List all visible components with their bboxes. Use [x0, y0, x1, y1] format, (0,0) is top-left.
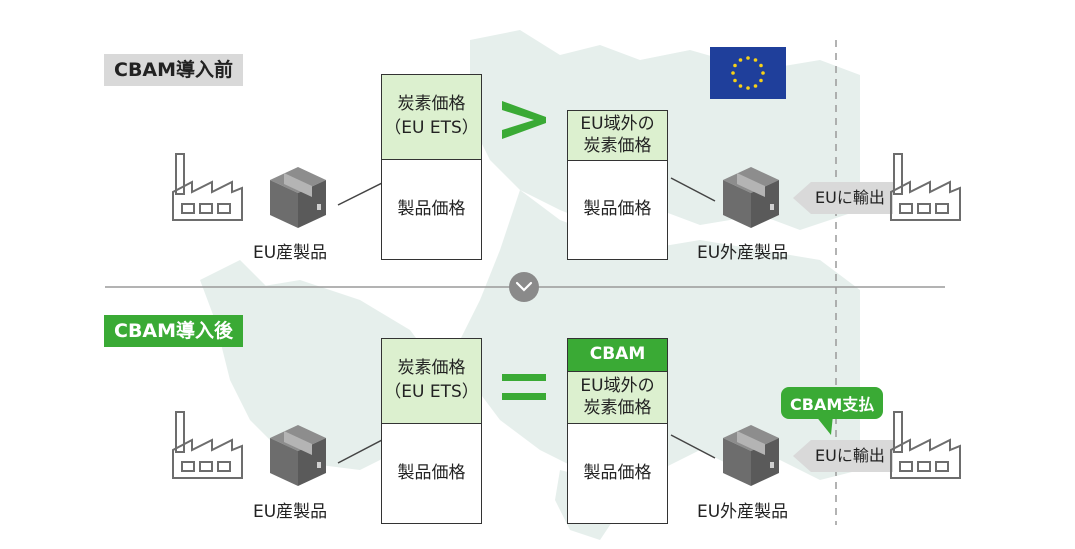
connector-line	[670, 434, 716, 459]
arrow-left-icon	[793, 440, 811, 472]
cbam-cell: CBAM	[568, 339, 667, 372]
product-price-cell: 製品価格	[382, 160, 481, 259]
connector-line	[337, 182, 383, 206]
greater-than-symbol	[502, 101, 546, 139]
carbon-price-label: 炭素価格	[397, 358, 466, 379]
cbam-label: CBAM	[589, 344, 646, 365]
product-price-label: 製品価格	[397, 462, 466, 483]
ext-product-price-cell: 製品価格	[568, 161, 667, 259]
eu-flag-icon	[710, 47, 786, 99]
connector-line	[670, 177, 716, 202]
eu-price-stack: 炭素価格 （EU ETS） 製品価格	[381, 338, 482, 524]
ext-price-stack: CBAM EU域外の 炭素価格 製品価格	[567, 338, 668, 524]
bubble-tail	[815, 415, 833, 435]
ext-carbon-label-2: 炭素価格	[583, 397, 652, 418]
ext-carbon-label-1: EU域外の	[580, 114, 655, 135]
eu-product-label: EU産製品	[253, 243, 328, 263]
ext-carbon-label-1: EU域外の	[580, 376, 655, 397]
product-price-cell: 製品価格	[382, 424, 481, 523]
carbon-price-eu-ets-cell: 炭素価格 （EU ETS）	[382, 339, 481, 424]
export-arrow: EUに輸出	[793, 182, 893, 214]
export-label: EUに輸出	[811, 182, 893, 214]
chevron-down-icon	[509, 272, 539, 302]
factory-icon	[172, 153, 243, 221]
product-price-label: 製品価格	[397, 198, 466, 219]
factory-icon	[172, 411, 243, 479]
eu-price-stack: 炭素価格 （EU ETS） 製品価格	[381, 74, 482, 260]
ext-carbon-label-2: 炭素価格	[583, 135, 652, 156]
eu-ets-label: （EU ETS）	[384, 118, 479, 138]
equals-symbol	[502, 374, 546, 400]
ext-carbon-price-cell: EU域外の 炭素価格	[568, 372, 667, 424]
box-icon	[723, 425, 779, 486]
factory-icon	[890, 153, 961, 221]
box-icon	[270, 425, 326, 486]
ext-carbon-price-cell: EU域外の 炭素価格	[568, 111, 667, 161]
ext-product-price-label: 製品価格	[583, 199, 652, 220]
ext-product-price-label: 製品価格	[583, 462, 652, 483]
carbon-price-eu-ets-cell: 炭素価格 （EU ETS）	[382, 75, 481, 160]
export-arrow: EUに輸出	[793, 440, 893, 472]
eu-ets-label: （EU ETS）	[384, 382, 479, 402]
section-tag-before: CBAM導入前	[104, 54, 244, 86]
ext-product-label: EU外産製品	[697, 502, 789, 522]
carbon-price-label: 炭素価格	[397, 94, 466, 115]
cbam-payment-bubble: CBAM支払	[781, 387, 884, 419]
eu-product-label: EU産製品	[253, 502, 328, 522]
factory-icon	[890, 411, 961, 479]
connector-line	[337, 439, 383, 464]
ext-product-label: EU外産製品	[697, 243, 789, 263]
box-icon	[723, 167, 779, 228]
ext-product-price-cell: 製品価格	[568, 424, 667, 523]
arrow-left-icon	[793, 182, 811, 214]
box-icon	[270, 167, 326, 228]
ext-price-stack: EU域外の 炭素価格 製品価格	[567, 110, 668, 260]
export-label: EUに輸出	[811, 440, 893, 472]
section-tag-after: CBAM導入後	[104, 315, 244, 347]
